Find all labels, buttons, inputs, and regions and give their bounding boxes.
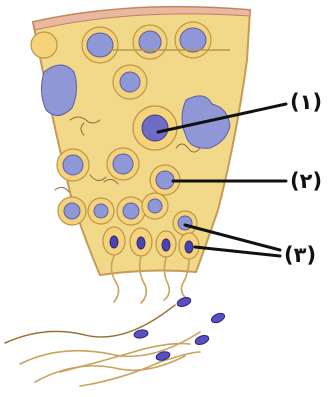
- irregular-nucleus-left: [41, 65, 76, 116]
- label-3: (٣): [284, 243, 316, 267]
- sperm-head: [194, 334, 210, 346]
- sperm-head: [176, 296, 192, 308]
- sperm-head: [210, 311, 226, 324]
- label-2: (٢): [290, 169, 322, 193]
- label-1: (١): [290, 90, 322, 114]
- spermatozoa: [5, 296, 226, 386]
- pointer-3b: [195, 247, 280, 256]
- sperm-head: [133, 329, 148, 339]
